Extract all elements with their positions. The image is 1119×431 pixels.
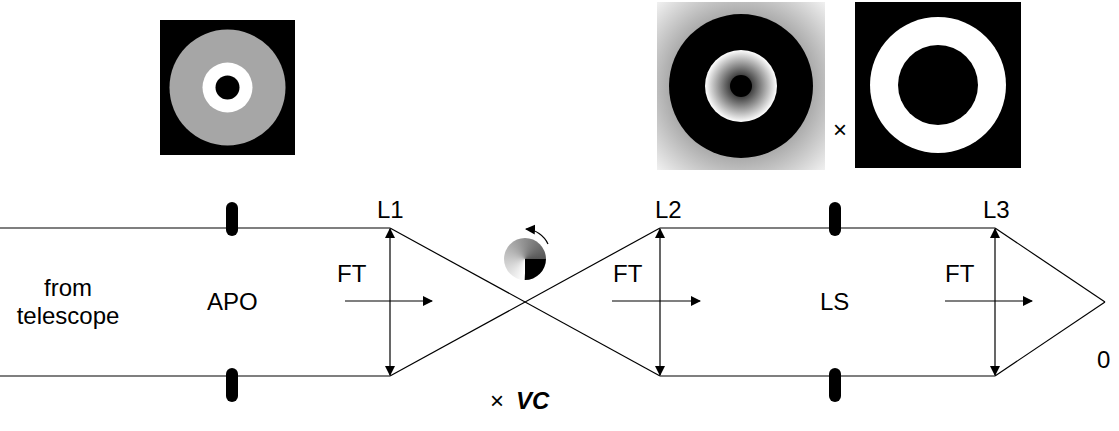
operation-label: FT [945, 260, 974, 288]
vortex-mask [504, 238, 546, 280]
part-name: VC [516, 387, 549, 415]
apodizer-image [160, 20, 295, 155]
multiply-sign: × [490, 387, 504, 415]
lens-name: L1 [377, 196, 404, 224]
ft-arrows [345, 300, 1032, 301]
part-name: APO [207, 288, 258, 316]
focal-point-label: 0 [1097, 346, 1110, 374]
lens-name: L3 [983, 196, 1010, 224]
multiply-sign: × [833, 116, 847, 144]
part-name: LS [820, 288, 849, 316]
input-label: from telescope [13, 274, 123, 329]
lyot-plane-field-image [657, 2, 825, 170]
lens-symbols [390, 229, 995, 375]
lens-name: L2 [655, 196, 682, 224]
operation-label: FT [337, 260, 366, 288]
stop-bars [226, 202, 841, 402]
lyot-stop-image [855, 2, 1021, 168]
operation-label: FT [613, 260, 642, 288]
beam-lines [0, 228, 1105, 376]
